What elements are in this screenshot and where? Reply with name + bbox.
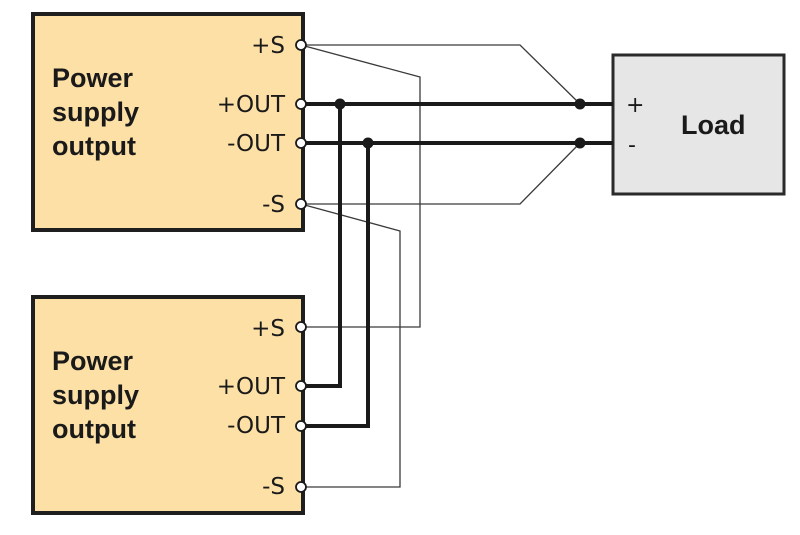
sense-wire-s1-plus-to-s2-plus [300, 44, 421, 328]
supply-2-sense-minus-label: -S [262, 474, 285, 500]
sense-wire-s1-minus-to-load [301, 142, 581, 205]
supply-2-title-line-1: Power [52, 346, 134, 376]
supply-1-box [31, 12, 305, 232]
supply-1-title-line-1: Power [52, 63, 134, 93]
sense-wire-s1-plus-to-load [301, 44, 581, 105]
junction-dot-plus-tie [334, 98, 346, 110]
junction-dot-load-minus [574, 137, 586, 149]
terminal-s2-out-minus [295, 420, 307, 432]
supply-1-sense-minus-label: -S [262, 192, 285, 218]
supply-1-sense-plus-label: +S [251, 33, 285, 59]
terminal-s2-sense-plus [295, 321, 307, 333]
terminal-s1-out-minus [295, 137, 307, 149]
supply-2-title-line-3: output [52, 414, 136, 444]
output-wire-plus-tie [301, 104, 342, 388]
output-wire-minus-tie [301, 143, 370, 428]
supply-1-title-line-2: supply [52, 97, 139, 127]
terminal-s2-out-plus [295, 380, 307, 392]
load-label: Load [681, 110, 746, 140]
supply-1-out-plus-label: +OUT [217, 92, 286, 118]
supply-1-title-line-3: output [52, 131, 136, 161]
junction-dot-minus-tie [362, 137, 374, 149]
terminal-s1-sense-minus [295, 198, 307, 210]
supply-2-out-plus-label: +OUT [217, 374, 286, 400]
terminal-s1-sense-plus [295, 39, 307, 51]
supply-2-sense-plus-label: +S [251, 316, 285, 342]
supply-1-out-minus-label: -OUT [227, 131, 286, 157]
supply-2-out-minus-label: -OUT [227, 413, 286, 439]
supply-2-title-line-2: supply [52, 380, 139, 410]
load-box [611, 53, 786, 196]
terminal-s1-out-plus [295, 98, 307, 110]
load-minus-label: - [628, 133, 636, 158]
sense-wire-s1-minus-to-s2-minus [300, 203, 401, 488]
junction-dot-load-plus [574, 98, 586, 110]
supply-2-box [31, 295, 305, 515]
load-plus-label: + [626, 93, 644, 118]
terminal-s2-sense-minus [295, 481, 307, 493]
